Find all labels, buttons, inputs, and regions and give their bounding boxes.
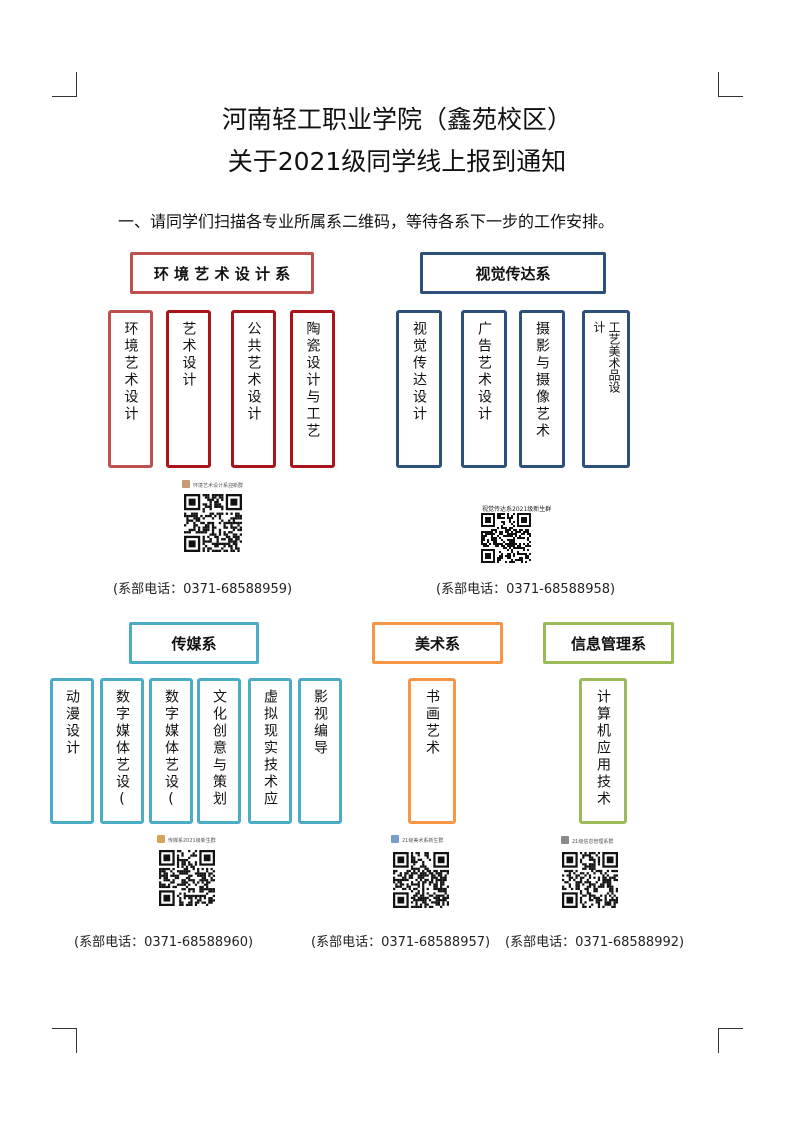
major-box: 广告艺术设计 [461, 310, 507, 468]
major-box: 动漫设计 [50, 678, 94, 824]
major-label: 陶瓷设计与工艺 [304, 321, 321, 440]
major-box: 文化创意与策划 [197, 678, 241, 824]
crop-mark-bottom-right [718, 1028, 743, 1053]
major-box: 数字媒体艺设( [100, 678, 144, 824]
dept-name: 视觉传达系 [475, 264, 551, 283]
major-label: 书画艺术 [424, 689, 440, 757]
major-box: 虚拟现实技术应 [248, 678, 292, 824]
major-box: 计算机应用技术 [579, 678, 627, 824]
major-label: 广告艺术设计 [476, 321, 492, 423]
avatar [182, 480, 190, 488]
major-box: 公共艺术设计 [231, 310, 276, 468]
major-label: 文化创意与策划 [211, 689, 227, 808]
major-label: 工艺美术品设计 [592, 321, 621, 393]
major-label: 视觉传达设计 [411, 321, 427, 423]
dept-phone: (系部电话：0371-68588959) [113, 582, 293, 597]
major-label: 环境艺术设计 [122, 321, 139, 423]
major-box: 影视编导 [298, 678, 342, 824]
major-label: 虚拟现实技术应 [262, 689, 278, 808]
major-box: 数字媒体艺设( [149, 678, 193, 824]
major-box: 陶瓷设计与工艺 [290, 310, 335, 468]
dept-phone: (系部电话：0371-68588958) [436, 582, 616, 597]
qr-code [481, 513, 531, 563]
crop-mark-top-right [718, 72, 743, 97]
dept-name: 传媒系 [171, 634, 217, 653]
dept-visual-communication: 视觉传达系 [420, 252, 606, 294]
major-label: 数字媒体艺设( [114, 689, 130, 810]
qr-code [159, 850, 215, 906]
major-box: 工艺美术品设计 [582, 310, 630, 468]
major-label: 公共艺术设计 [245, 321, 262, 423]
major-box: 艺术设计 [166, 310, 211, 468]
dept-phone: (系部电话：0371-68588992) [505, 935, 685, 950]
title-line-1: 河南轻工职业学院（鑫苑校区） [221, 105, 572, 134]
major-label: 数字媒体艺设( [163, 689, 179, 810]
qr-code [393, 852, 449, 908]
qr-group-label: 视觉传达系2021级新生群 [482, 506, 552, 513]
major-box: 摄影与摄像艺术 [519, 310, 565, 468]
major-label: 计算机应用技术 [595, 689, 611, 808]
title-line-2: 关于2021级同学线上报到通知 [227, 147, 567, 176]
dept-name: 信息管理系 [570, 634, 646, 653]
major-label: 摄影与摄像艺术 [534, 321, 550, 440]
avatar [157, 835, 165, 843]
dept-name: 美术系 [414, 634, 460, 653]
qr-code [562, 852, 618, 908]
dept-information-management: 信息管理系 [543, 622, 674, 664]
qr-group-label: 传媒系2021级新生群 [168, 838, 216, 844]
avatar [561, 836, 569, 844]
dept-phone: (系部电话：0371-68588957) [311, 935, 491, 950]
intro-text: 一、请同学们扫描各专业所属系二维码，等待各系下一步的工作安排。 [118, 212, 615, 231]
dept-media: 传媒系 [129, 622, 259, 664]
crop-mark-bottom-left [52, 1028, 77, 1053]
dept-fine-arts: 美术系 [372, 622, 503, 664]
major-label: 影视编导 [312, 689, 328, 757]
qr-group-label: 环境艺术设计系迎新群 [193, 483, 244, 489]
major-label: 动漫设计 [64, 689, 80, 757]
major-box: 书画艺术 [408, 678, 456, 824]
dept-environmental-art: 环 境 艺 术 设 计 系 [130, 252, 314, 294]
qr-code [184, 494, 242, 552]
qr-group-label: 21级信息管理系群 [572, 839, 614, 845]
dept-phone: (系部电话：0371-68588960) [74, 935, 254, 950]
avatar [391, 835, 399, 843]
qr-group-label: 21级美术系新生群 [402, 838, 444, 844]
major-box: 视觉传达设计 [396, 310, 442, 468]
dept-name: 环 境 艺 术 设 计 系 [153, 264, 291, 283]
major-box: 环境艺术设计 [108, 310, 153, 468]
crop-mark-top-left [52, 72, 77, 97]
major-label: 艺术设计 [180, 321, 197, 389]
